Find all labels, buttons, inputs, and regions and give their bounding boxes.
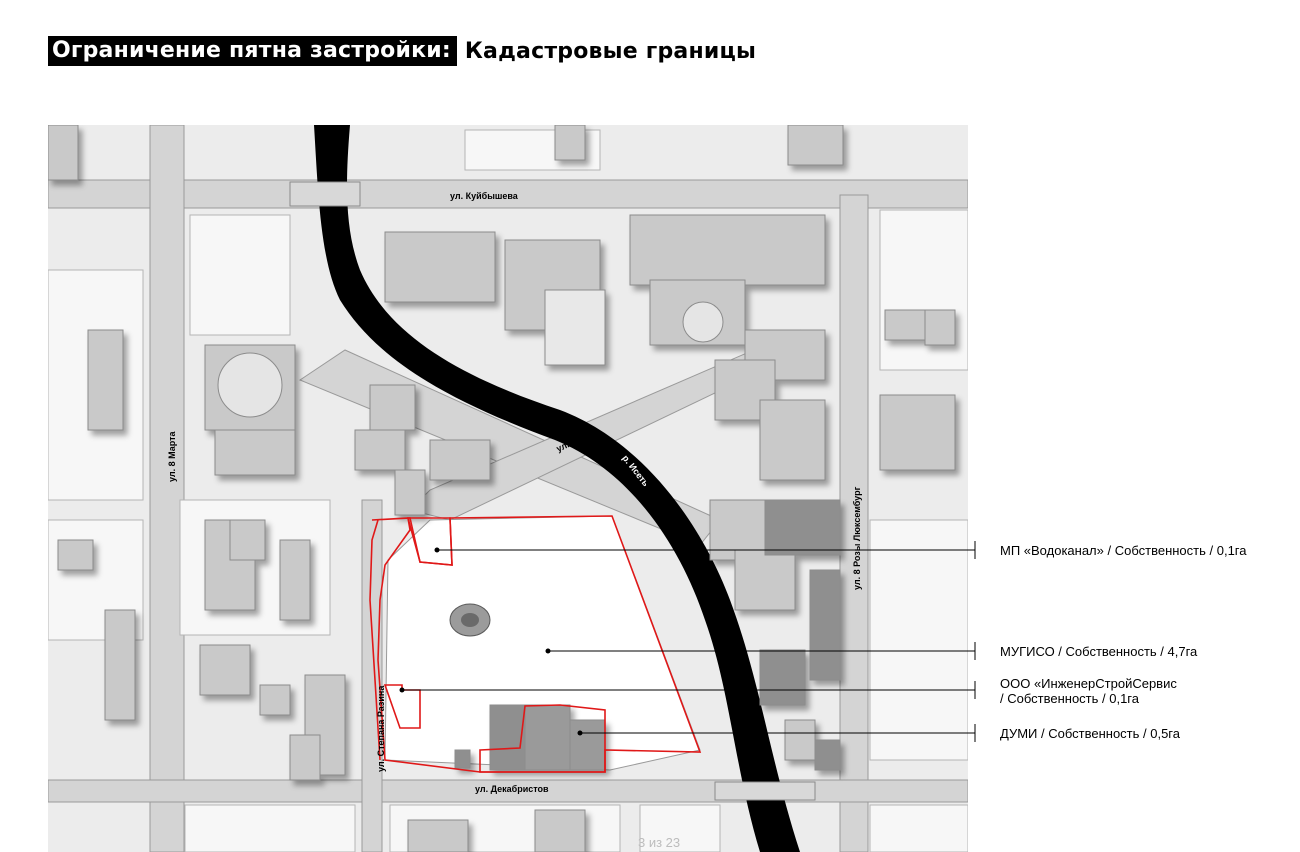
street-rozy-lyuksemburg: ул. 8 Розы Люксембург: [852, 486, 862, 590]
legend-vodokanal: МП «Водоканал» / Собственность / 0,1га: [1000, 543, 1247, 558]
cadastral-boundaries: [369, 515, 702, 773]
street-razina: ул. Степана Разина: [376, 685, 386, 772]
road-8-marta: [149, 125, 185, 852]
leader-lines: [402, 541, 976, 742]
road-razina: [361, 499, 383, 852]
legend-dumi: ДУМИ / Собственность / 0,5га: [1000, 726, 1180, 741]
road-rozy-lyuksemburg: [839, 194, 869, 852]
boundary-dumi: [479, 704, 606, 773]
river-iset: [314, 125, 800, 852]
street-dekabristov: ул. Декабристов: [475, 784, 549, 794]
title-highlight: Ограничение пятна застройки:: [48, 36, 457, 66]
leader-dots: [399, 547, 583, 736]
street-kuybysheva: ул. Куйбышева: [450, 191, 519, 201]
road-kuybysheva: [48, 179, 968, 209]
legend-inzhenerstroyservis: ООО «ИнженерСтройСервис / Собственность …: [1000, 676, 1177, 706]
bridges: [289, 181, 816, 801]
page-number: 3 из 23: [638, 835, 681, 850]
title-rest: Кадастровые границы: [464, 38, 757, 64]
page-title: Ограничение пятна застройки: Кадастровые…: [48, 36, 756, 66]
boundary-vodokanal: [406, 517, 453, 566]
buildings: [48, 125, 956, 852]
street-8-marta: ул. 8 Марта: [167, 430, 177, 482]
legend-mugiso: МУГИСО / Собственность / 4,7га: [1000, 644, 1198, 659]
